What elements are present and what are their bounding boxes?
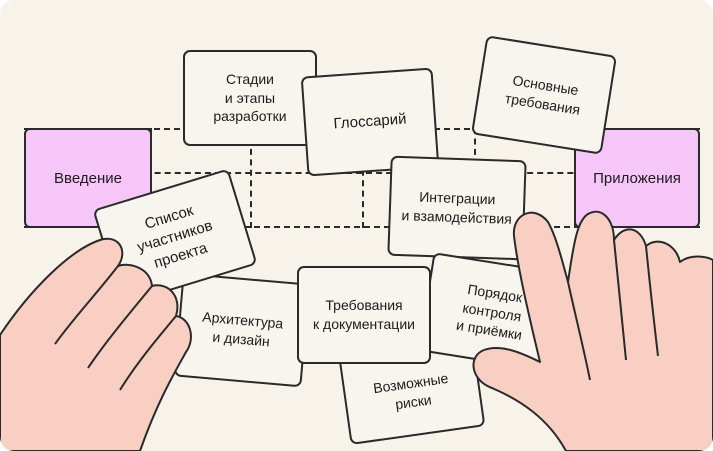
card-architecture[interactable]: Архитектура и дизайн [173, 272, 311, 388]
card-main-requirements[interactable]: Основные требования [470, 35, 618, 155]
card-doc-requirements-label: Требования к документации [313, 297, 415, 332]
card-acceptance[interactable]: Порядок контроля и приёмки [418, 252, 566, 372]
card-stages[interactable]: Стадии и этапы разработки [183, 50, 317, 146]
card-main-requirements-label: Основные требования [503, 72, 582, 118]
card-integrations-label: Интеграции и взамодействия [401, 188, 513, 227]
appendix-label: Приложения [593, 169, 681, 187]
card-acceptance-label: Порядок контроля и приёмки [455, 280, 524, 344]
card-integrations[interactable]: Интеграции и взамодействия [387, 155, 527, 261]
card-architecture-label: Архитектура и дизайн [201, 308, 284, 350]
intro-label: Введение [54, 169, 122, 187]
card-stages-label: Стадии и этапы разработки [213, 70, 287, 125]
card-glossary-label: Глоссарий [332, 110, 407, 133]
card-participants-label: Список участников проекта [135, 201, 215, 272]
card-risks-label: Возможные риски [372, 369, 450, 413]
card-doc-requirements[interactable]: Требования к документации [297, 266, 431, 364]
